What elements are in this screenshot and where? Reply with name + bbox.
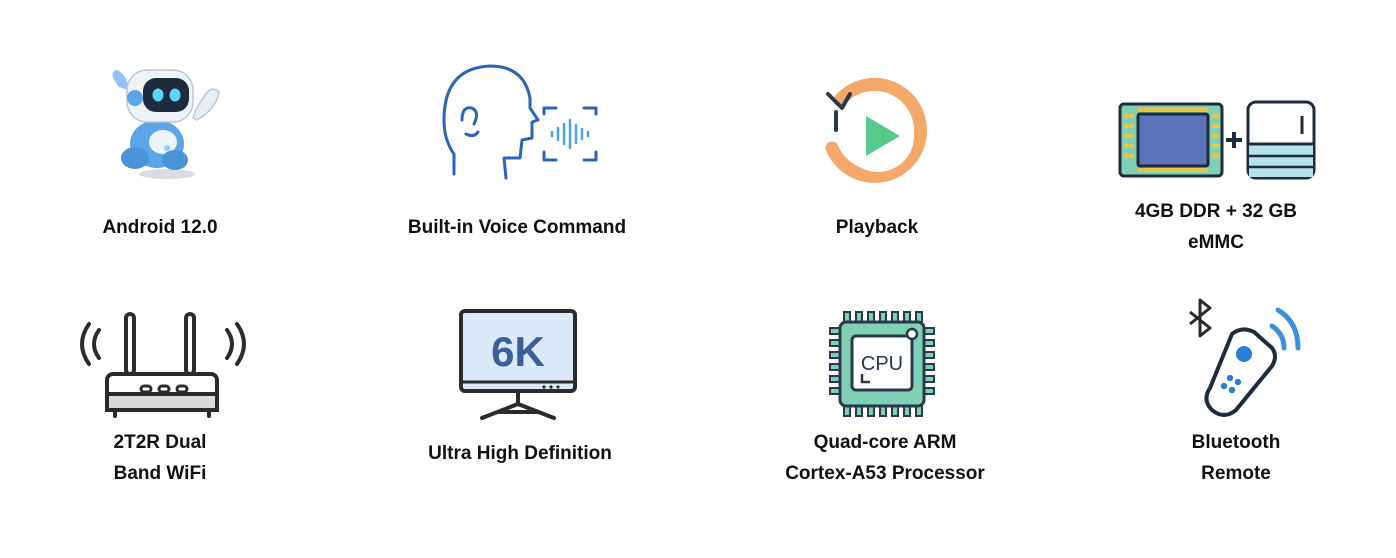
- feature-label-android: Android 12.0: [102, 217, 218, 238]
- memory-storage-icon: [1118, 100, 1318, 180]
- cpu-chip-text: CPU: [861, 353, 903, 375]
- feature-label-voice: Built-in Voice Command: [407, 217, 627, 238]
- monitor-6k-icon: 6K: [458, 308, 578, 420]
- feature-label-playback: Playback: [835, 217, 919, 238]
- feature-label-uhd: Ultra High Definition: [428, 443, 612, 464]
- feature-label-memory: 4GB DDR + 32 GB eMMC: [1134, 201, 1298, 253]
- cpu-chip-icon: CPU: [828, 310, 936, 418]
- voice-command-icon: [440, 62, 602, 182]
- feature-label-cpu: Quad-core ARM Cortex-A53 Processor: [785, 432, 985, 484]
- feature-label-wifi: 2T2R Dual Band WiFi: [113, 432, 207, 484]
- monitor-6k-text: 6K: [491, 328, 545, 375]
- playback-icon: [820, 77, 930, 190]
- wifi-router-icon: [80, 310, 246, 418]
- bluetooth-remote-icon: [1180, 296, 1310, 422]
- robot-icon: [105, 62, 230, 182]
- feature-label-remote: Bluetooth Remote: [1191, 432, 1281, 484]
